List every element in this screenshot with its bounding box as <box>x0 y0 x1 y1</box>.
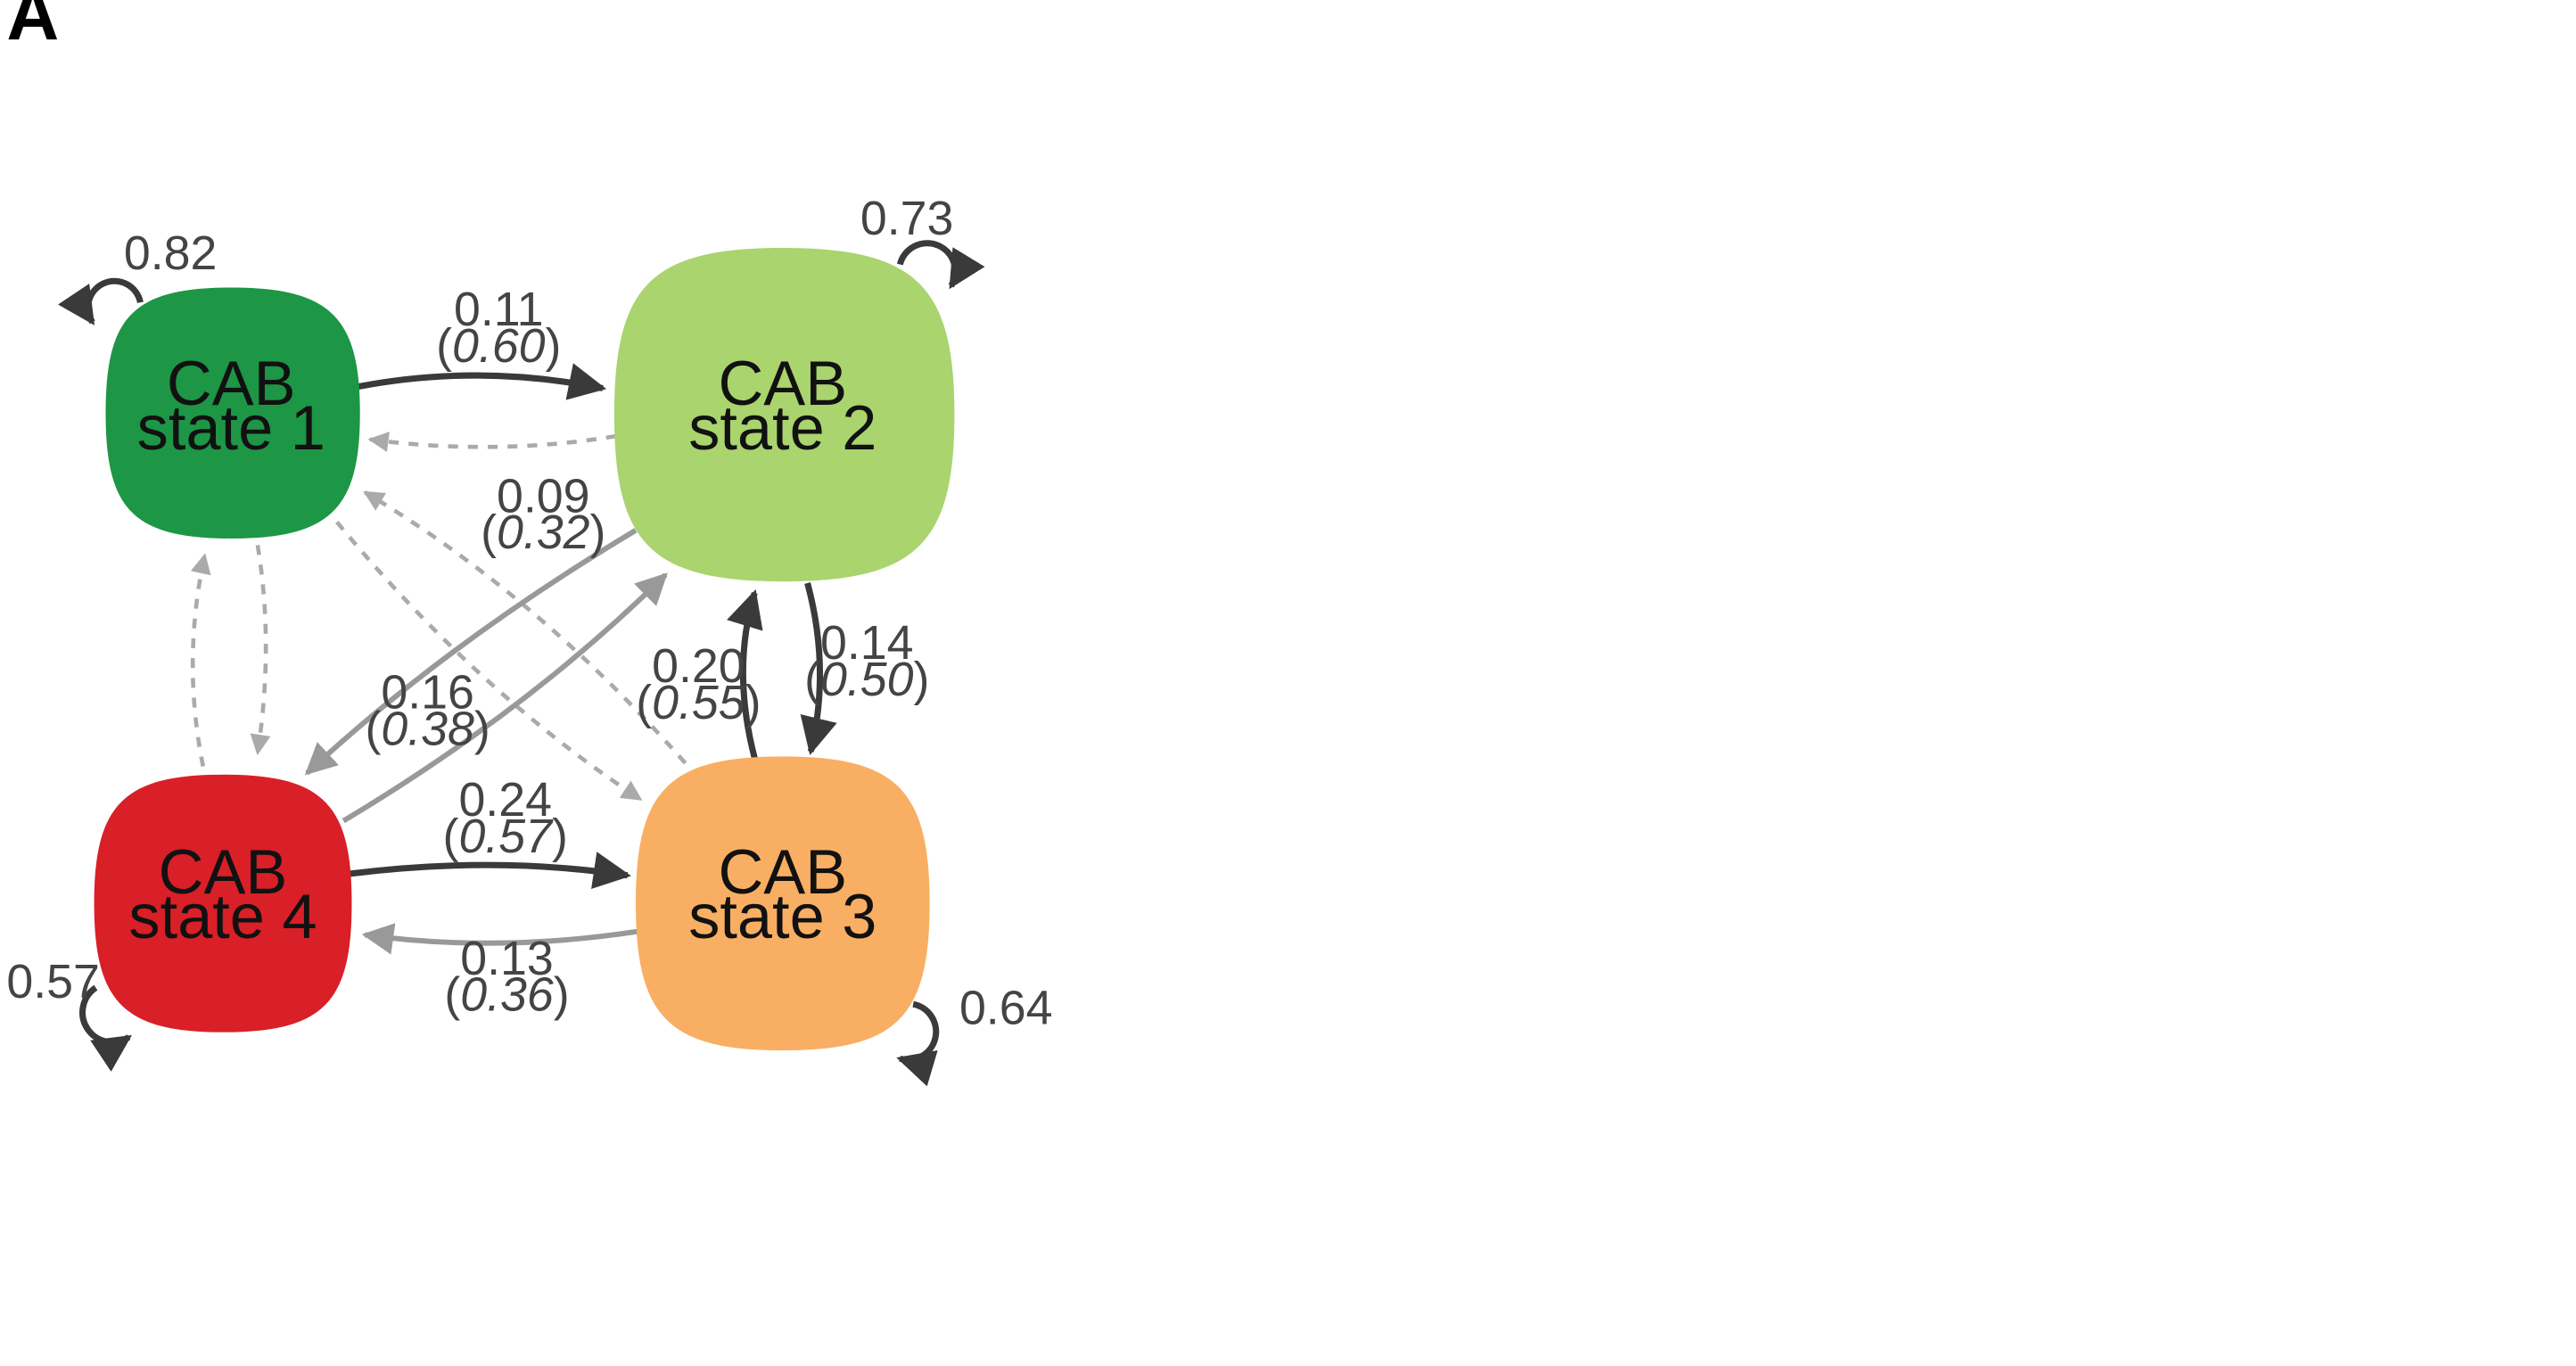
edge-prob-alt: 0.55 <box>652 676 745 729</box>
edge-prob-alt-line: (0.36) <box>444 968 569 1022</box>
edge-label-s4-to-s2: 0.16 (0.38) <box>366 666 490 756</box>
edge-prob: 0.13 <box>460 932 554 985</box>
node-shape <box>613 248 955 582</box>
edge-prob: 0.16 <box>381 666 474 720</box>
edge-label-s2-to-s3: 0.14 (0.50) <box>804 616 929 706</box>
edge-label-s2-to-s4: 0.09 (0.32) <box>481 469 605 559</box>
arrow-s3-to-s2 <box>727 589 763 760</box>
node-label-line1: CAB <box>167 348 296 418</box>
node-shape <box>94 774 352 1033</box>
edge-prob-alt-line: (0.38) <box>366 702 490 755</box>
paren-open: ( <box>366 702 382 755</box>
self-loop-label-s2: 0.73 <box>860 192 954 245</box>
arrow-s1-to-s2 <box>358 363 607 400</box>
paren-close: ) <box>914 653 930 706</box>
paren-close: ) <box>554 968 570 1022</box>
self-loop-label-s3: 0.64 <box>959 981 1053 1034</box>
paren-open: ( <box>443 810 459 863</box>
self-loop-s4 <box>79 984 132 1072</box>
arrow-s1-to-s3-dashed <box>335 520 643 802</box>
edge-prob-alt-line: (0.60) <box>436 319 561 373</box>
self-loops <box>58 240 985 1087</box>
paren-close: ) <box>745 676 761 729</box>
edge-prob-alt-line: (0.32) <box>481 506 605 559</box>
edge-label-s1-to-s2: 0.11 (0.60) <box>436 283 561 373</box>
arrow-s2-to-s3 <box>800 582 837 755</box>
edge-label-s4-to-s3: 0.24 (0.57) <box>443 773 568 863</box>
edge-prob-alt: 0.57 <box>458 810 554 863</box>
arrow-s4-to-s2 <box>342 572 668 824</box>
node-shape <box>635 756 930 1051</box>
arrow-s1-to-s4-dashed <box>250 544 271 755</box>
node-label-line2: state 2 <box>688 392 876 463</box>
node-label-line1: CAB <box>718 348 847 418</box>
paren-close: ) <box>590 506 606 559</box>
edge-prob: 0.24 <box>458 773 552 827</box>
self-loop-s2 <box>896 240 985 290</box>
edge-prob: 0.14 <box>820 616 914 670</box>
paren-open: ( <box>636 676 652 729</box>
node-label-line2: state 1 <box>137 392 325 463</box>
edge-label-s3-to-s4: 0.13 (0.36) <box>444 932 569 1022</box>
arrow-s3-to-s4 <box>361 923 638 955</box>
self-loop-label-s1: 0.82 <box>124 226 218 280</box>
paren-close: ) <box>552 810 568 863</box>
arrow-s3-to-s1-dashed <box>363 490 687 765</box>
paren-open: ( <box>481 506 497 559</box>
edge-prob: 0.11 <box>454 283 544 336</box>
edge-label-s3-to-s2: 0.20 (0.55) <box>636 639 761 729</box>
edge-prob-alt: 0.50 <box>820 653 914 706</box>
arrow-s2-to-s1-dashed <box>367 432 617 453</box>
edge-prob-alt: 0.32 <box>497 506 590 559</box>
edge-prob-alt-line: (0.57) <box>443 810 568 863</box>
node-state-4: CAB state 4 <box>94 774 352 1033</box>
paren-close: ) <box>546 319 562 373</box>
edge-prob-alt: 0.60 <box>452 319 546 373</box>
arrow-s2-to-s4 <box>304 528 638 776</box>
edge-prob-alt-line: (0.55) <box>636 676 761 729</box>
node-state-3: CAB state 3 <box>635 756 930 1051</box>
edge-prob: 0.20 <box>652 639 745 693</box>
self-loop-s1 <box>58 277 144 325</box>
node-state-2: CAB state 2 <box>613 248 955 582</box>
edge-prob-alt-line: (0.50) <box>804 653 929 706</box>
dashed-transitions <box>190 432 687 802</box>
paren-close: ) <box>474 702 490 755</box>
edge-prob: 0.09 <box>497 469 590 523</box>
edge-prob-alt: 0.36 <box>460 968 554 1022</box>
self-loop-s3 <box>896 1000 940 1087</box>
paren-open: ( <box>444 968 460 1022</box>
node-shape <box>105 287 360 539</box>
self-loop-label-s4: 0.57 <box>6 955 100 1008</box>
node-label-line2: state 4 <box>128 881 317 951</box>
gray-transitions <box>304 528 668 955</box>
arrow-s4-to-s1-dashed <box>190 553 211 767</box>
edge-prob-alt: 0.38 <box>381 702 474 755</box>
paren-open: ( <box>436 319 452 373</box>
panel-label: A <box>6 0 59 56</box>
node-label-line2: state 3 <box>688 881 876 951</box>
dark-transitions <box>350 363 837 889</box>
node-state-1: CAB state 1 <box>105 287 360 539</box>
node-label-line1: CAB <box>159 836 288 907</box>
paren-open: ( <box>804 653 820 706</box>
arrow-s4-to-s3 <box>350 852 631 889</box>
node-label-line1: CAB <box>718 836 847 907</box>
